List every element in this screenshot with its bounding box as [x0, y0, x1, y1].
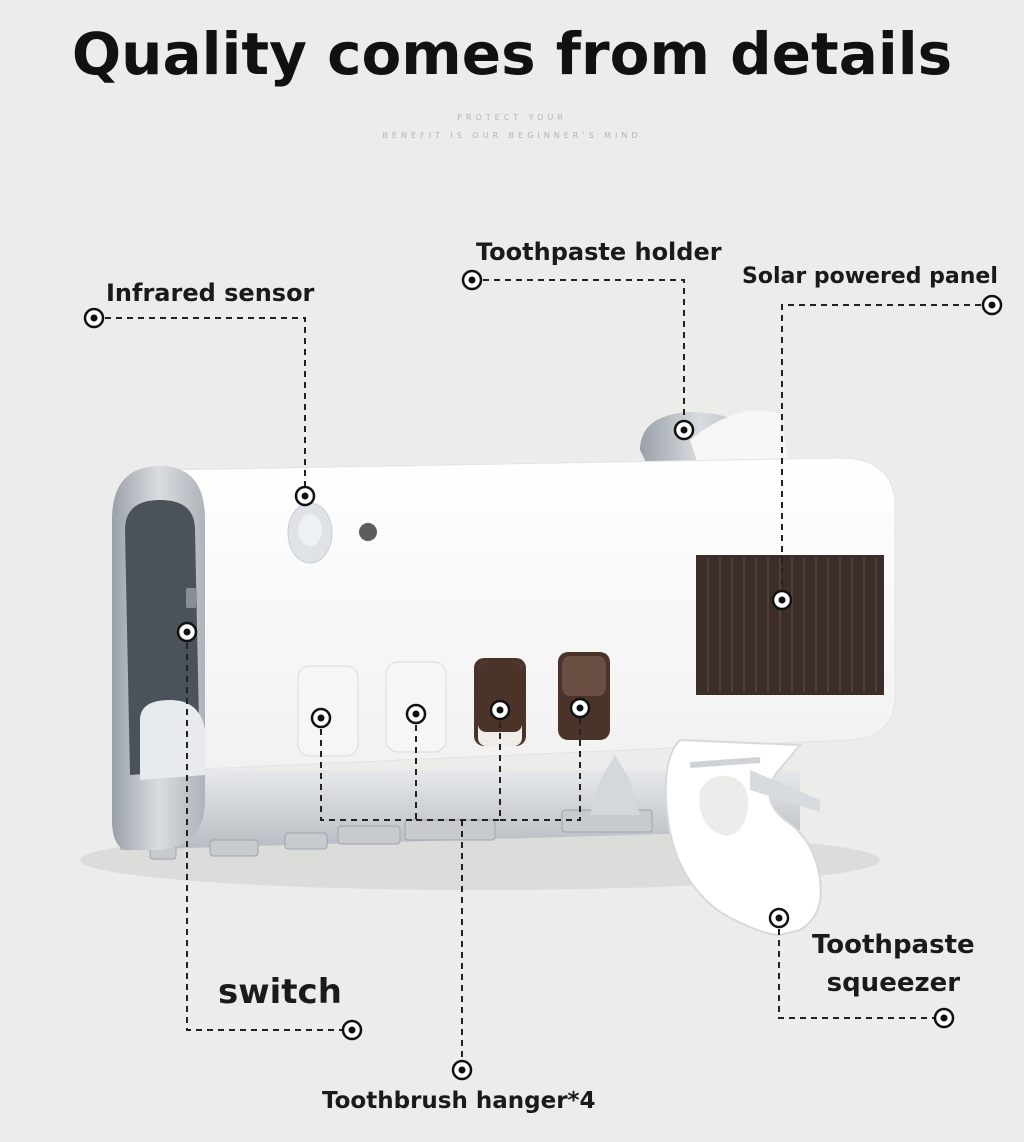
label-infrared-sensor: Infrared sensor	[106, 279, 315, 307]
tagline-line-2: BENEFIT IS OUR BEGINNER'S MIND	[382, 131, 642, 140]
label-toothbrush-hanger: Toothbrush hanger*4	[322, 1088, 596, 1114]
toothpaste-squeezer	[664, 738, 822, 937]
label-toothpaste-holder: Toothpaste holder	[476, 238, 722, 266]
label-toothpaste-squeezer: Toothpaste squeezer	[812, 926, 975, 1002]
label-switch: switch	[218, 972, 342, 1012]
label-solar-panel: Solar powered panel	[742, 264, 998, 289]
headline: Quality comes from details	[71, 20, 953, 88]
callout-marker-dots	[90, 276, 996, 1074]
toothpaste-holder-wing	[690, 410, 790, 470]
label-squeezer-line-2: squeezer	[826, 968, 961, 998]
label-squeezer-line-1: Toothpaste	[812, 930, 975, 960]
tagline-line-1: PROTECT YOUR	[457, 113, 567, 122]
end-cap-cup	[140, 700, 205, 780]
hook-tabs	[149, 809, 653, 860]
leader-lines	[94, 279, 992, 1068]
solar-panel-stripes	[707, 558, 877, 692]
center-post	[590, 755, 640, 815]
indicator-light	[359, 523, 377, 541]
switch-button	[186, 588, 196, 608]
solar-panel	[696, 555, 884, 695]
